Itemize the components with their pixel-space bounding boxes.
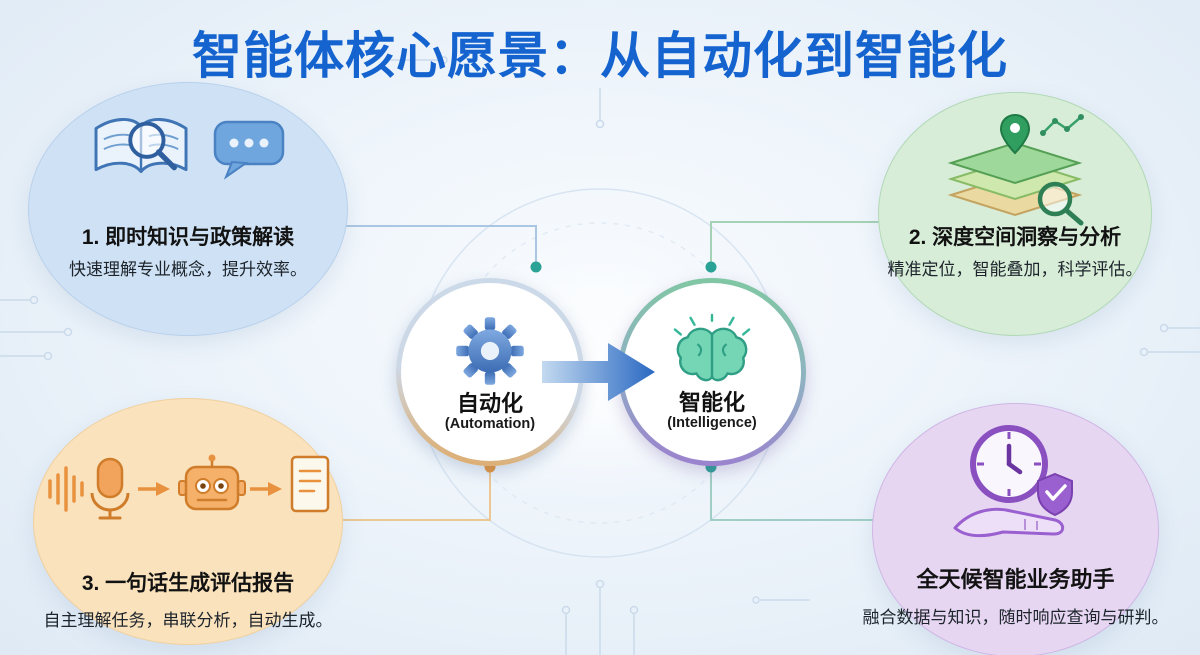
microphone-icon bbox=[90, 457, 130, 520]
bubble-subtitle: 快速理解专业概念，提升效率。 bbox=[69, 260, 307, 279]
waveform-icon bbox=[48, 466, 84, 512]
trend-chart-icon bbox=[1040, 114, 1084, 136]
clock-icon bbox=[969, 425, 1048, 503]
voice-to-report-icons bbox=[48, 454, 330, 520]
bubble-icon-row bbox=[29, 107, 347, 197]
intelligence-sublabel: (Intelligence) bbox=[667, 415, 757, 432]
hand-icon bbox=[953, 507, 1064, 538]
magnifier-icon bbox=[1037, 181, 1084, 226]
chat-bubble-icon bbox=[213, 120, 285, 180]
connector-bottom-right bbox=[705, 461, 876, 521]
gear-icon bbox=[456, 317, 524, 385]
bubble-heading: 全天候智能业务助手 bbox=[916, 567, 1115, 592]
bubble-heading: 2. 深度空间洞察与分析 bbox=[908, 226, 1122, 249]
bubble-icon-row bbox=[34, 451, 342, 529]
automation-sublabel: (Automation) bbox=[444, 416, 536, 433]
connector-bottom-left bbox=[340, 461, 496, 521]
bubble-heading: 3. 一句话生成评估报告 bbox=[81, 572, 295, 595]
arrow-right-icon bbox=[138, 482, 170, 496]
page-title: 智能体核心愿景：从自动化到智能化 bbox=[192, 28, 1008, 84]
bubble-icon-row bbox=[873, 416, 1158, 551]
bubble-subtitle: 自主理解任务，串联分析，自动生成。 bbox=[43, 611, 333, 630]
bubble-heading: 1. 即时知识与政策解读 bbox=[81, 226, 295, 249]
arrow-right-icon bbox=[250, 482, 282, 496]
bubble-knowledge-policy: 1. 即时知识与政策解读 快速理解专业概念，提升效率。 bbox=[28, 82, 348, 336]
map-layers-pin-magnifier-icon bbox=[947, 113, 1084, 226]
document-icon bbox=[290, 455, 330, 513]
location-pin-icon bbox=[999, 113, 1031, 155]
intelligence-label: 智能化 bbox=[678, 389, 745, 415]
clock-shield-hand-icon bbox=[953, 425, 1073, 538]
bubble-report-generation: 3. 一句话生成评估报告 自主理解任务，串联分析，自动生成。 bbox=[33, 398, 343, 645]
transition-arrow bbox=[542, 343, 655, 401]
automation-label: 自动化 bbox=[456, 390, 523, 416]
bubble-subtitle: 融合数据与知识，随时响应查询与研判。 bbox=[862, 608, 1169, 627]
bubble-icon-row bbox=[879, 111, 1151, 227]
open-book-magnifier-icon bbox=[94, 118, 188, 174]
connector-top-right bbox=[705, 221, 884, 273]
bubble-subtitle: 精准定位，智能叠加，科学评估。 bbox=[887, 260, 1143, 279]
bubble-assistant: 全天候智能业务助手 融合数据与知识，随时响应查询与研判。 bbox=[863, 403, 1169, 655]
robot-icon bbox=[178, 454, 246, 511]
brain-icon bbox=[673, 313, 751, 382]
shield-check-icon bbox=[1036, 472, 1073, 517]
bubble-spatial-analysis: 2. 深度空间洞察与分析 精准定位，智能叠加，科学评估。 bbox=[878, 92, 1152, 336]
